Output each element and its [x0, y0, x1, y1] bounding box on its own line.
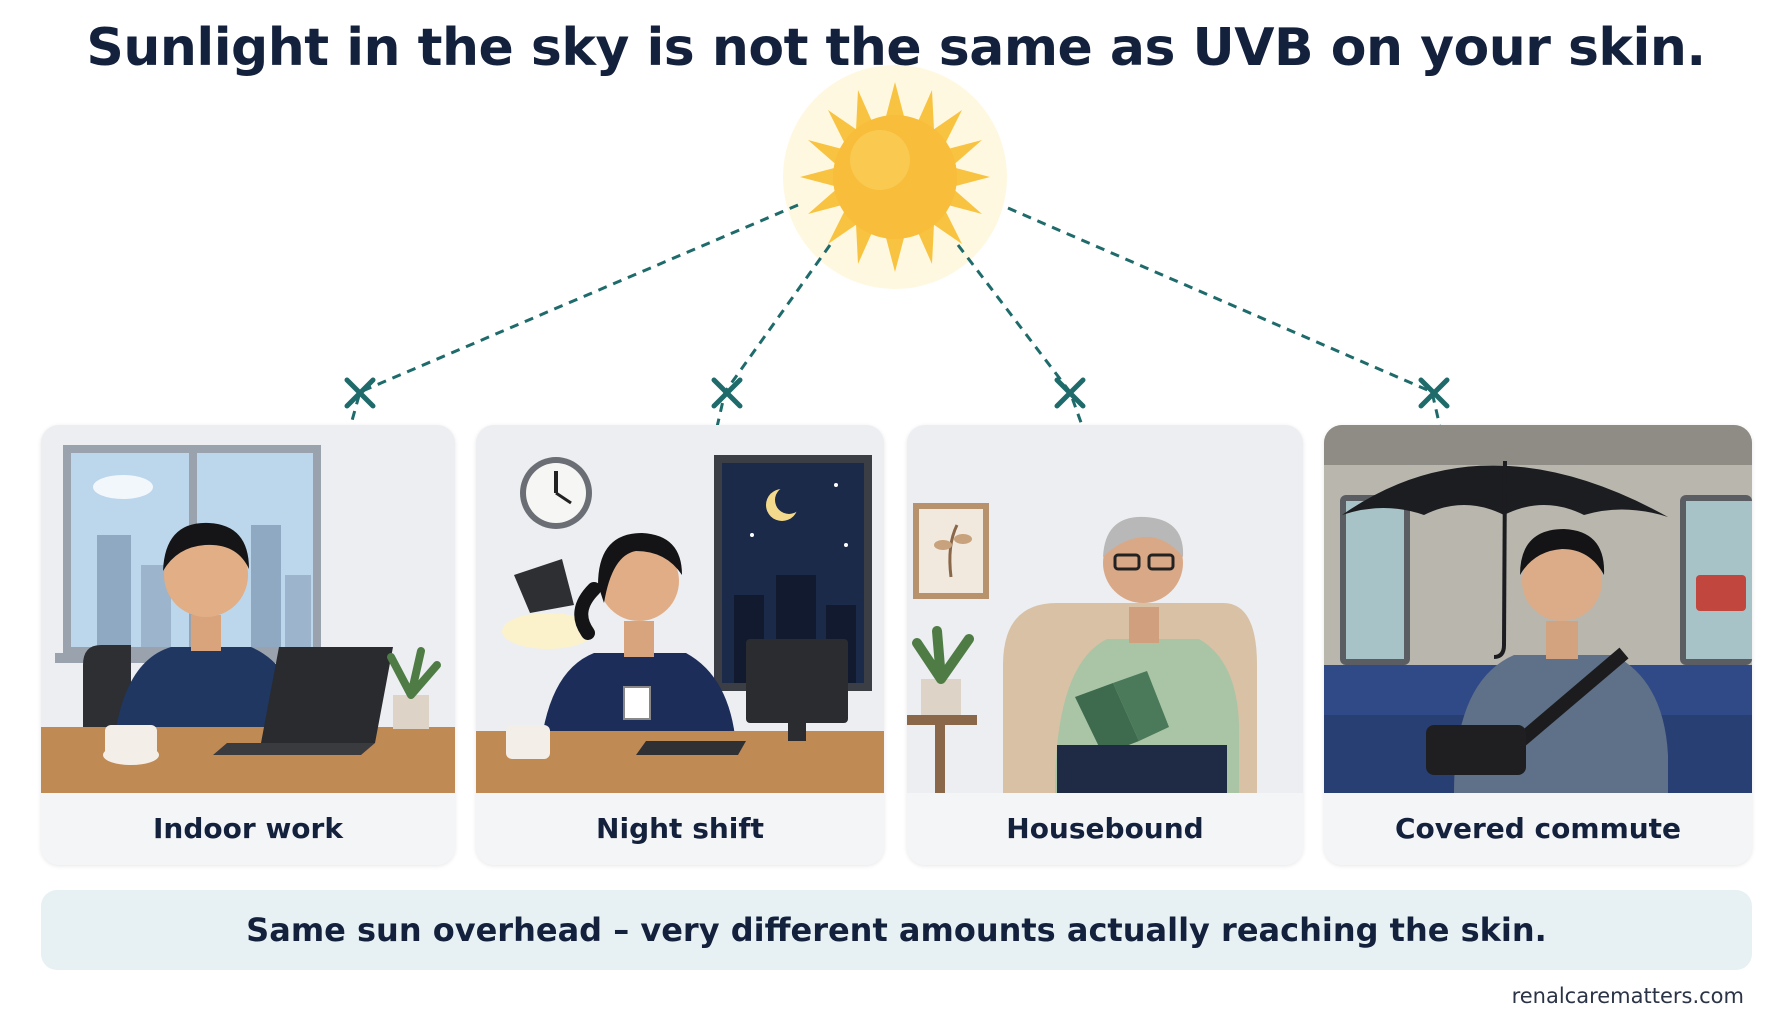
page-title: Sunlight in the sky is not the same as U… — [86, 18, 1706, 78]
summary-banner: Same sun overhead – very different amoun… — [41, 890, 1752, 970]
sun-icon — [783, 65, 1007, 289]
scenario-label: Indoor work — [41, 793, 455, 865]
night-shift-illustration — [476, 425, 884, 793]
scenario-label: Covered commute — [1324, 793, 1752, 865]
source-credit: renalcarematters.com — [1511, 984, 1744, 1008]
x-mark-icon — [1418, 377, 1450, 409]
scenario-card-housebound: Housebound — [907, 425, 1303, 865]
x-mark-icon — [344, 377, 376, 409]
indoor-work-illustration — [41, 425, 455, 793]
scenario-label: Night shift — [476, 793, 884, 865]
scenario-card-indoor-work: Indoor work — [41, 425, 455, 865]
scenario-card-night-shift: Night shift — [476, 425, 884, 865]
x-mark-icon — [711, 377, 743, 409]
x-mark-icon — [1054, 377, 1086, 409]
scenario-card-covered-commute: Covered commute — [1324, 425, 1752, 865]
scenario-label: Housebound — [907, 793, 1303, 865]
covered-commute-illustration — [1324, 425, 1752, 793]
housebound-illustration — [907, 425, 1303, 793]
